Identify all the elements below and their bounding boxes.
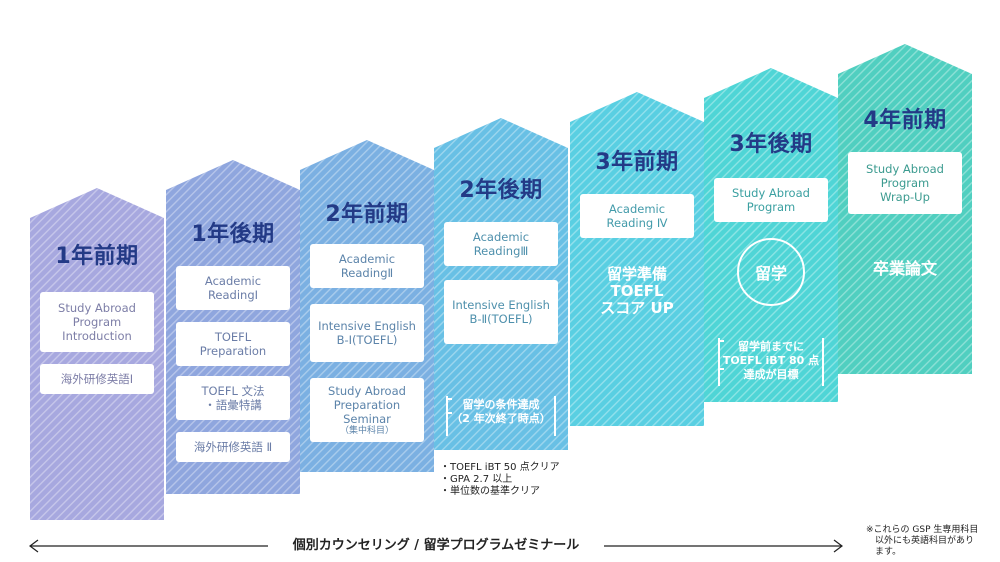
course-box: Academic Reading Ⅳ — [580, 194, 694, 238]
column-heading: 1年前期 — [55, 244, 139, 269]
course-box: Intensive English B-Ⅰ(TOEFL) — [310, 304, 424, 362]
column-year3-second-half: 3年後期 Study Abroad Program 留学 留学前までに TOEF… — [704, 68, 838, 402]
course-box: Study Abroad Program Wrap-Up — [848, 152, 962, 214]
course-note: （集中科目） — [339, 425, 394, 436]
course-box: TOEFL Preparation — [176, 322, 290, 366]
column-year2-first-half: 2年前期 Academic ReadingⅡ Intensive English… — [300, 140, 434, 472]
course-box: Academic ReadingⅢ — [444, 222, 558, 266]
column-heading: 1年後期 — [191, 222, 275, 247]
graduation-thesis-text: 卒業論文 — [872, 259, 937, 278]
column-heading: 3年前期 — [595, 150, 679, 175]
column-year1-second-half: 1年後期 Academic ReadingⅠ TOEFL Preparation… — [166, 160, 300, 494]
course-box: Intensive English B-Ⅱ(TOEFL) — [444, 280, 558, 344]
column-shape — [704, 68, 838, 402]
criteria-list: ・TOEFL iBT 50 点クリア ・GPA 2.7 以上 ・単位数の基準クリ… — [440, 462, 560, 498]
criteria-item: ・TOEFL iBT 50 点クリア — [440, 462, 560, 473]
course-box: Study Abroad Program — [714, 178, 828, 222]
column-year3-first-half: 3年前期 Academic Reading Ⅳ 留学準備 TOEFL スコア U… — [570, 92, 704, 426]
timeline-label: 個別カウンセリング / 留学プログラムゼミナール — [268, 537, 604, 555]
house-shape — [30, 188, 164, 520]
goal-bracket: 留学の条件達成 （2 年次終了時点） — [446, 396, 556, 436]
criteria-item: ・GPA 2.7 以上 — [440, 474, 513, 485]
course-box: 海外研修英語Ⅰ — [40, 364, 154, 394]
course-box: TOEFL 文法 ・語彙特講 — [176, 376, 290, 420]
course-title: Study Abroad Preparation Seminar — [328, 383, 406, 426]
column-heading: 3年後期 — [729, 132, 813, 157]
column-year1-first-half: 1年前期 Study Abroad Program Introduction 海… — [30, 188, 164, 520]
goal-bracket: 留学前までに TOEFL iBT 80 点 達成が目標 — [718, 338, 824, 386]
column-shape — [30, 188, 164, 520]
study-prep-text: 留学準備 TOEFL スコア UP — [600, 265, 674, 317]
course-box: Academic ReadingⅡ — [310, 244, 424, 288]
house-shape — [570, 92, 704, 426]
house-shape — [704, 68, 838, 402]
study-abroad-circle: 留学 — [737, 238, 805, 306]
timeline-arrow: 個別カウンセリング / 留学プログラムゼミナール — [28, 537, 844, 555]
course-box: Study Abroad Program Introduction — [40, 292, 154, 352]
column-shape — [570, 92, 704, 426]
footnote: ※これらの GSP 生専用科目 以外にも英語科目があり ます。 — [866, 525, 979, 557]
column-year2-second-half: 2年後期 Academic ReadingⅢ Intensive English… — [434, 118, 568, 450]
column-heading: 2年前期 — [325, 202, 409, 227]
criteria-item: ・単位数の基準クリア — [440, 486, 540, 497]
course-box: Study Abroad Preparation Seminar （集中科目） — [310, 378, 424, 442]
course-box: Academic ReadingⅠ — [176, 266, 290, 310]
course-box: 海外研修英語 Ⅱ — [176, 432, 290, 462]
column-heading: 4年前期 — [863, 108, 947, 133]
circle-label: 留学 — [754, 264, 787, 283]
column-year4-first-half: 4年前期 Study Abroad Program Wrap-Up 卒業論文 — [838, 44, 972, 374]
column-heading: 2年後期 — [459, 178, 543, 203]
